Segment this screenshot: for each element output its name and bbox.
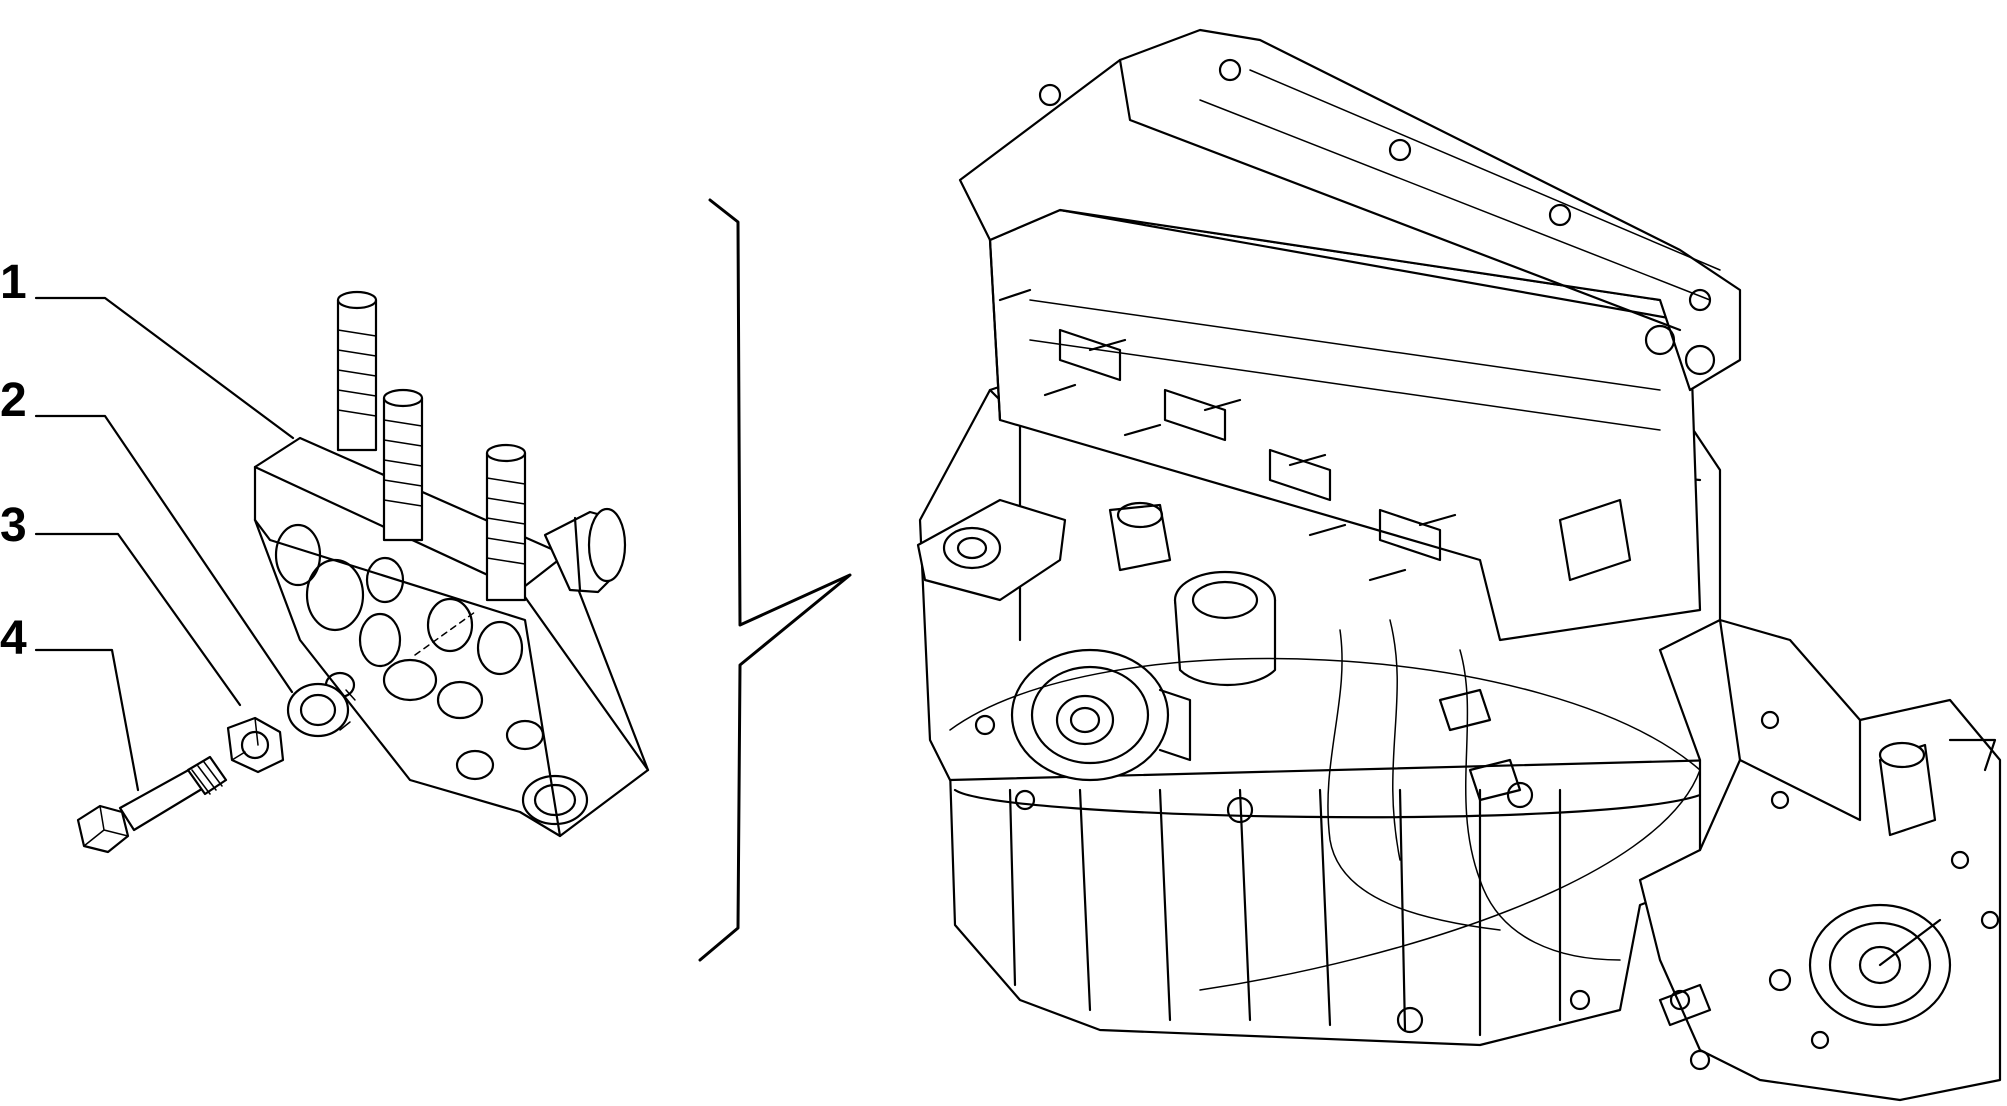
callout-number-4: 4 [0, 612, 27, 665]
callout-3: 3 [0, 499, 242, 707]
washer [286, 682, 356, 738]
pulley [1010, 648, 1192, 782]
leader-line-3 [34, 532, 242, 707]
engine-mount-bracket [253, 290, 650, 838]
callout-number-3: 3 [0, 499, 27, 552]
stud-left [336, 290, 378, 452]
intake-ports [1058, 328, 1632, 582]
oil-filter-housing [1108, 501, 1277, 686]
wiring-harness [1327, 619, 1621, 961]
nut [226, 716, 285, 774]
engine-assembly [916, 28, 1742, 1047]
cam-cover-bolts [1038, 58, 1716, 376]
callout-number-2: 2 [0, 374, 27, 427]
stud-middle [382, 388, 424, 542]
callout-1: 1 [0, 256, 295, 440]
callout-number-1: 1 [0, 256, 27, 309]
leader-line-2 [34, 414, 294, 694]
bolt [76, 755, 228, 854]
callout-2: 2 [0, 374, 294, 694]
leader-line-1 [34, 296, 295, 440]
gearbox [1638, 618, 2002, 1102]
cam-cover [958, 28, 1742, 392]
grouping-brace [698, 198, 852, 962]
leader-line-4 [34, 648, 140, 792]
callout-4: 4 [0, 612, 140, 792]
oil-pan [948, 743, 1707, 1047]
stud-right [485, 443, 527, 602]
